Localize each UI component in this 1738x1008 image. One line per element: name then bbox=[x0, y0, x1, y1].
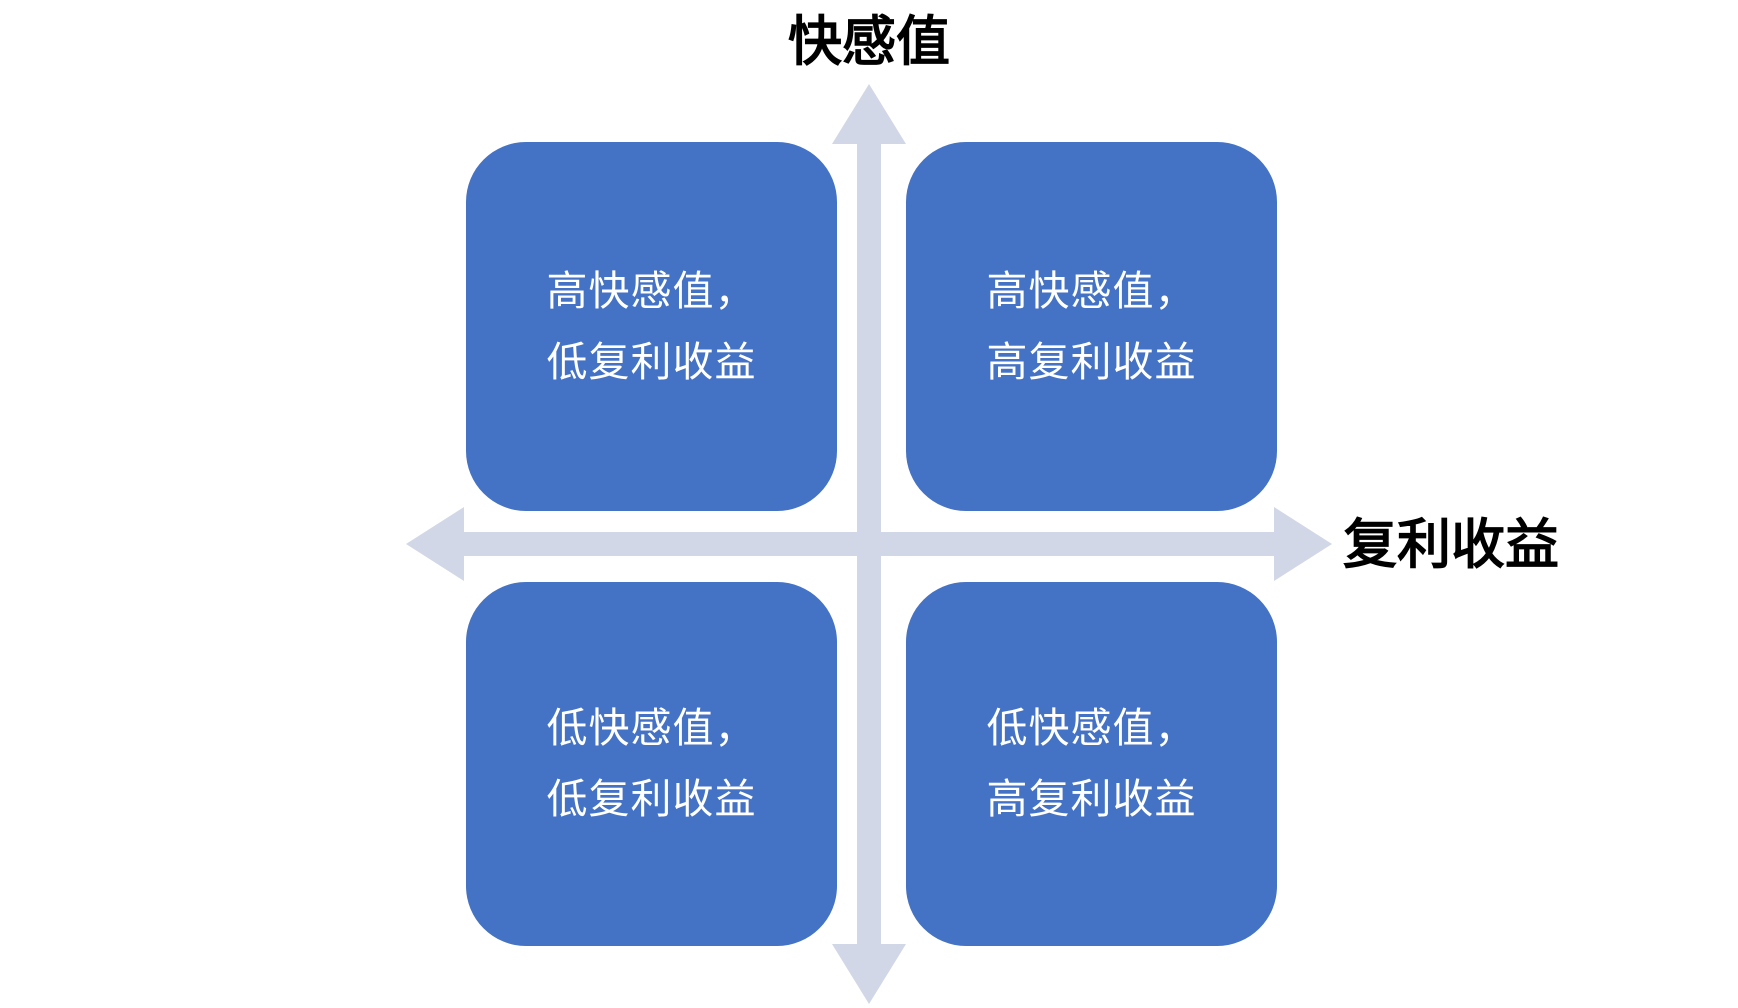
quadrant-top-left: 高快感值， 低复利收益 bbox=[466, 142, 837, 511]
x-axis-right-arrowhead bbox=[1274, 507, 1332, 581]
quadrant-top-right-line2: 高复利收益 bbox=[986, 338, 1197, 385]
quadrant-bottom-right: 低快感值， 高复利收益 bbox=[906, 582, 1277, 946]
quadrant-bottom-left: 低快感值， 低复利收益 bbox=[466, 582, 837, 946]
quadrant-bottom-left-line2: 低复利收益 bbox=[546, 776, 757, 822]
quadrant-bottom-right-line1: 低快感值， bbox=[986, 705, 1197, 751]
quadrant-bottom-right-line2: 高复利收益 bbox=[986, 776, 1197, 822]
quadrant-top-left-line2: 低复利收益 bbox=[546, 338, 757, 385]
quadrant-top-right-line1: 高快感值， bbox=[986, 267, 1197, 314]
x-axis-left-arrowhead bbox=[406, 507, 464, 581]
quadrant-top-right: 高快感值， 高复利收益 bbox=[906, 142, 1277, 511]
x-axis-shaft bbox=[460, 532, 1280, 556]
y-axis-down-arrowhead bbox=[832, 944, 906, 1004]
quadrant-top-left-line1: 高快感值， bbox=[546, 267, 757, 314]
y-axis-up-arrowhead bbox=[832, 84, 906, 144]
quadrant-bottom-left-line1: 低快感值， bbox=[546, 705, 757, 751]
x-axis-label: 复利收益 bbox=[1343, 515, 1559, 575]
y-axis-label: 快感值 bbox=[788, 12, 950, 72]
